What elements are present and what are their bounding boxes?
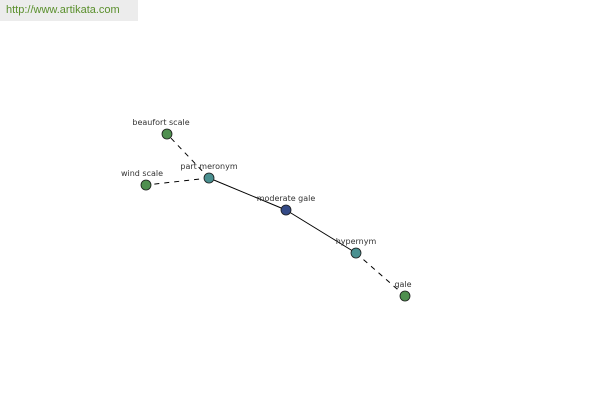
edge-part-meronym-to-beaufort-scale — [166, 133, 210, 179]
node-label-center: moderate gale — [257, 194, 316, 203]
node-gale[interactable]: gale — [394, 280, 412, 302]
node-dot-center[interactable] — [280, 204, 292, 216]
node-dot-part-meronym[interactable] — [203, 172, 215, 184]
edge-hypernym-to-gale — [355, 252, 406, 297]
node-dot-beaufort-scale[interactable] — [161, 128, 173, 140]
node-dot-wind-scale[interactable] — [140, 179, 152, 191]
node-dot-gale[interactable] — [399, 290, 411, 302]
node-part-meronym[interactable]: part meronym — [180, 162, 238, 184]
node-hypernym[interactable]: hypernym — [336, 237, 377, 259]
node-beaufort-scale[interactable]: beaufort scale — [132, 118, 190, 140]
nodes-layer: moderate gale part meronym hypernym beaufor… — [121, 118, 412, 302]
node-dot-hypernym[interactable] — [350, 247, 362, 259]
node-label-gale: gale — [394, 280, 411, 289]
edge-part-meronym-to-wind-scale — [145, 177, 210, 186]
node-wind-scale[interactable]: wind scale — [121, 169, 163, 191]
edge-center-to-hypernym — [285, 209, 357, 254]
node-label-beaufort-scale: beaufort scale — [132, 118, 189, 127]
node-label-wind-scale: wind scale — [121, 169, 163, 178]
node-center[interactable]: moderate gale — [257, 194, 316, 216]
node-label-hypernym: hypernym — [336, 237, 377, 246]
edge-center-to-part-meronym — [208, 177, 287, 211]
site-url-link[interactable]: http://www.artikata.com — [0, 0, 138, 21]
node-label-part-meronym: part meronym — [180, 162, 237, 171]
edges-layer — [145, 133, 406, 297]
